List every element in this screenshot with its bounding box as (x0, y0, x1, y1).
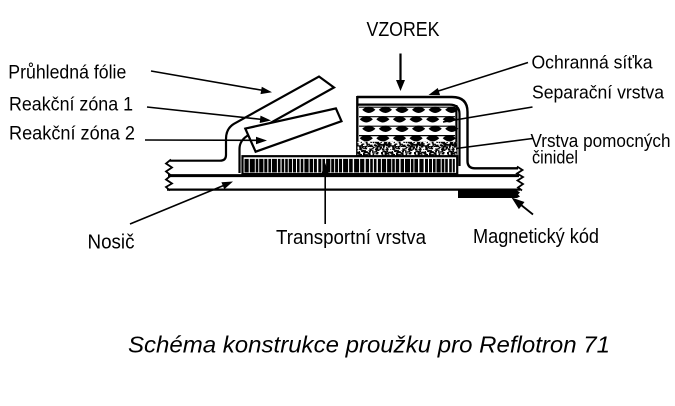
svg-text:Transportní vrstva: Transportní vrstva (276, 227, 427, 249)
svg-text:Reakční zóna 1: Reakční zóna 1 (9, 94, 133, 115)
svg-text:činidel: činidel (532, 148, 578, 168)
svg-text:Magnetický kód: Magnetický kód (473, 226, 599, 248)
svg-text:Schéma konstrukce proužku pro: Schéma konstrukce proužku pro Reflotron … (128, 332, 610, 358)
svg-text:Ochranná síťka: Ochranná síťka (532, 53, 654, 73)
svg-text:Průhledná fólie: Průhledná fólie (8, 63, 126, 84)
svg-text:Separační vrstva: Separační vrstva (532, 82, 665, 102)
svg-text:VZOREK: VZOREK (367, 19, 441, 41)
svg-text:Reakční zóna 2: Reakční zóna 2 (9, 124, 135, 145)
svg-text:Nosič: Nosič (88, 231, 135, 253)
